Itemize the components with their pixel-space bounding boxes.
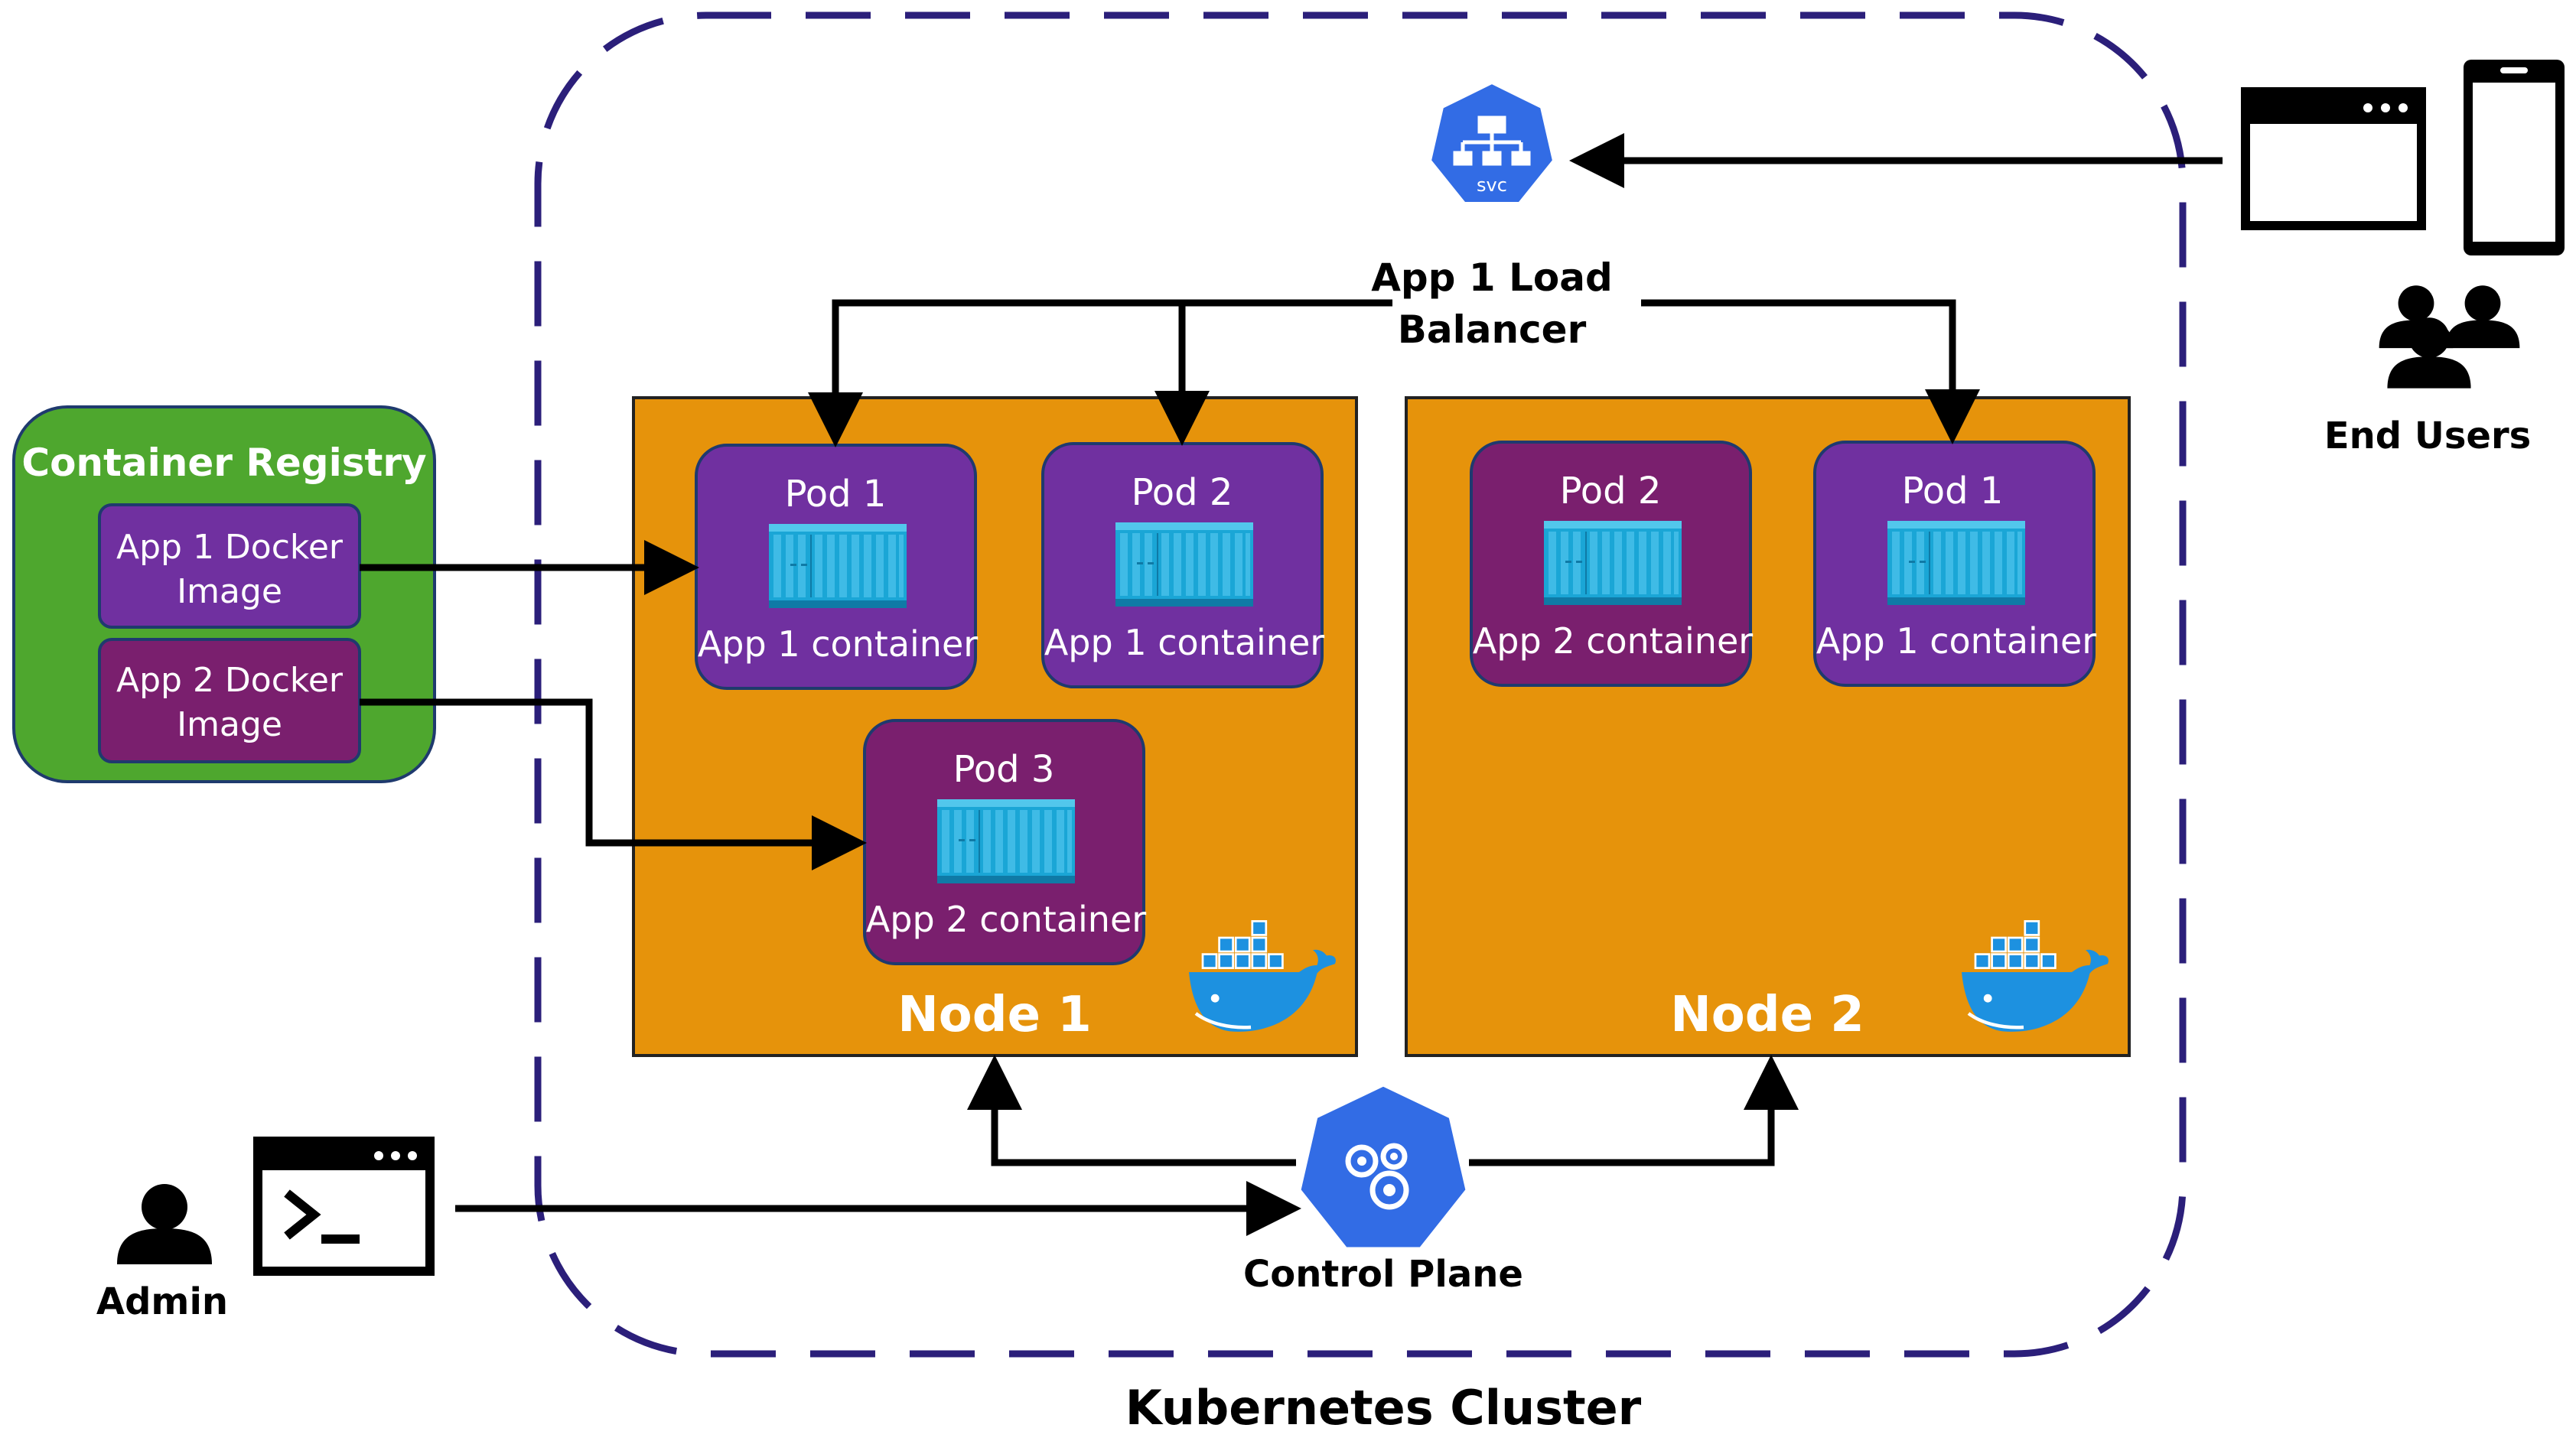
node1-pod1[interactable]: Pod 1 App 1 container — [695, 444, 978, 690]
svg-text:Pod 1: Pod 1 — [785, 473, 887, 516]
control-plane[interactable]: Control Plane — [1243, 1082, 1523, 1296]
node2-pod1[interactable]: Pod 1 App 1 container — [1813, 441, 2096, 687]
svg-text:Pod 2: Pod 2 — [1560, 470, 1662, 512]
arrow-cp-to-node2 — [1469, 1055, 1799, 1166]
end-users[interactable]: End Users — [2241, 60, 2565, 457]
container-icon — [937, 799, 1075, 883]
node-1-label: Node 1 — [897, 987, 1092, 1043]
control-plane-icon — [1297, 1082, 1470, 1251]
cluster-label: Kubernetes Cluster — [1125, 1380, 1642, 1436]
end-users-label: End Users — [2324, 415, 2531, 457]
app2-docker-image[interactable]: App 2 Docker Image — [98, 638, 361, 763]
container-icon — [769, 524, 907, 608]
registry-title: Container Registry — [21, 441, 426, 485]
node2-pod2[interactable]: Pod 2 App 2 container — [1470, 441, 1753, 687]
container-icon — [1115, 522, 1253, 607]
users-group-icon — [2379, 285, 2520, 389]
control-plane-label: Control Plane — [1243, 1253, 1523, 1296]
terminal-icon — [253, 1137, 435, 1276]
browser-window-icon — [2241, 87, 2426, 230]
node1-pod2[interactable]: Pod 2 App 1 container — [1041, 442, 1324, 688]
admin[interactable]: Admin — [96, 1137, 435, 1323]
admin-label: Admin — [96, 1280, 228, 1323]
container-registry: Container Registry App 1 Docker Image Ap… — [12, 405, 436, 783]
svg-text:App 1 Docker: App 1 Docker — [116, 528, 344, 567]
container-icon — [1887, 521, 2025, 605]
admin-person-icon — [117, 1184, 212, 1264]
mobile-phone-icon — [2464, 60, 2565, 255]
svg-text:App 1 container: App 1 container — [1044, 622, 1324, 663]
svg-text:App 2 Docker: App 2 Docker — [116, 661, 344, 700]
container-icon — [1544, 521, 1682, 605]
app1-docker-image[interactable]: App 1 Docker Image — [98, 503, 361, 629]
arrow-app2-image-to-pod3 — [360, 698, 867, 870]
svg-text:Image: Image — [177, 705, 282, 744]
svg-text:App 1 container: App 1 container — [1816, 620, 2096, 662]
connectors — [360, 133, 2223, 1236]
svg-text:App 2 container: App 2 container — [1473, 620, 1753, 662]
svg-text:Pod 2: Pod 2 — [1132, 471, 1233, 514]
svg-text:Pod 3: Pod 3 — [953, 748, 1055, 791]
arrow-lb-to-node1-pod1 — [808, 299, 1392, 447]
svg-text:App 1 container: App 1 container — [698, 623, 978, 665]
arrow-cp-to-node1 — [967, 1055, 1296, 1166]
svc-icon-text: svc — [1477, 174, 1507, 196]
arrow-lb-to-node2-pod1 — [1641, 299, 1980, 444]
svg-text:Pod 1: Pod 1 — [1902, 470, 2004, 512]
node-2-label: Node 2 — [1670, 987, 1864, 1043]
load-balancer-label-line1: App 1 Load — [1371, 255, 1613, 300]
cluster-boundary — [534, 11, 2187, 1358]
load-balancer[interactable]: svc App 1 Load Balancer — [1371, 80, 1613, 352]
svg-text:Image: Image — [177, 572, 282, 611]
load-balancer-label-line2: Balancer — [1398, 307, 1587, 352]
svg-text:App 2 container: App 2 container — [866, 899, 1146, 940]
node1-pod3[interactable]: Pod 3 App 2 container — [863, 719, 1146, 965]
